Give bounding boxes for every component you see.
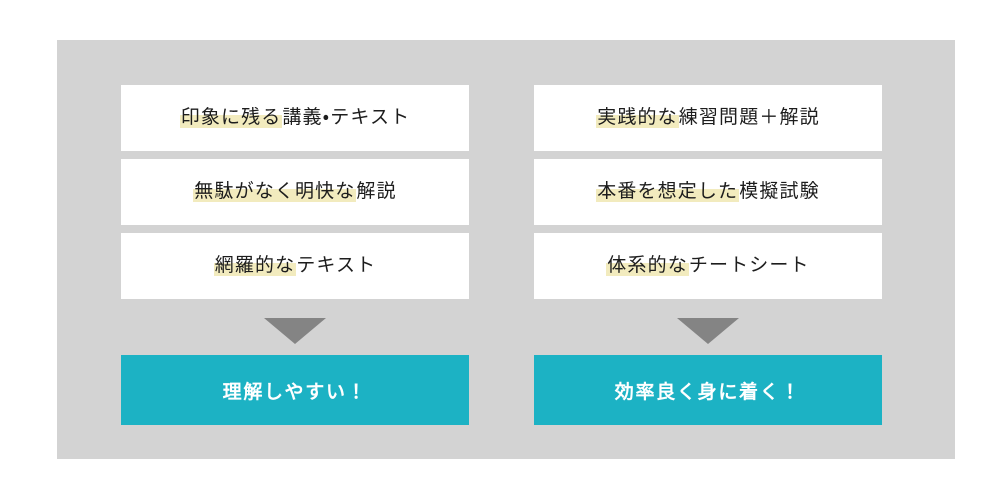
- highlighted-phrase: 無駄がなく明快な: [193, 181, 357, 203]
- feature-card[interactable]: 本番を想定した模擬試験: [534, 159, 882, 225]
- feature-card-text: 体系的なチートシート: [606, 255, 809, 277]
- feature-card[interactable]: 印象に残る講義・テキスト: [121, 85, 469, 151]
- triangle-down-icon: [264, 318, 326, 344]
- triangle-down-icon: [677, 318, 739, 344]
- feature-card[interactable]: 体系的なチートシート: [534, 233, 882, 299]
- feature-column-understanding: 印象に残る講義・テキスト 無駄がなく明快な解説 網羅的なテキスト 理解しやすい！: [121, 85, 469, 425]
- plain-phrase: 解説: [356, 181, 397, 203]
- feature-card-text: 印象に残る講義・テキスト: [179, 107, 411, 129]
- result-banner-label: 効率良く身に着く！: [614, 381, 802, 403]
- feature-card-text: 実践的な練習問題＋解説: [596, 107, 820, 129]
- highlighted-phrase: 体系的な: [606, 255, 689, 277]
- plain-phrase: 練習問題＋解説: [678, 107, 820, 129]
- feature-card[interactable]: 実践的な練習問題＋解説: [534, 85, 882, 151]
- highlighted-phrase: 実践的な: [596, 107, 679, 129]
- plain-phrase: 講義・テキスト: [282, 107, 411, 129]
- plain-phrase: チートシート: [688, 255, 810, 277]
- arrow-container: [534, 307, 882, 355]
- result-banner[interactable]: 効率良く身に着く！: [534, 355, 882, 425]
- feature-card[interactable]: 無駄がなく明快な解説: [121, 159, 469, 225]
- feature-card-text: 無駄がなく明快な解説: [193, 181, 396, 203]
- feature-column-efficiency: 実践的な練習問題＋解説 本番を想定した模擬試験 体系的なチートシート 効率良く身…: [534, 85, 882, 425]
- feature-card[interactable]: 網羅的なテキスト: [121, 233, 469, 299]
- plain-phrase: 模擬試験: [739, 181, 820, 203]
- result-banner-label: 理解しやすい！: [222, 381, 368, 403]
- feature-card-text: 本番を想定した模擬試験: [596, 181, 820, 203]
- highlighted-phrase: 本番を想定した: [596, 181, 740, 203]
- arrow-container: [121, 307, 469, 355]
- result-banner[interactable]: 理解しやすい！: [121, 355, 469, 425]
- highlighted-phrase: 印象に残る: [179, 107, 283, 129]
- highlighted-phrase: 網羅的な: [213, 255, 297, 277]
- plain-phrase: テキスト: [296, 255, 377, 277]
- feature-card-text: 網羅的なテキスト: [213, 255, 377, 277]
